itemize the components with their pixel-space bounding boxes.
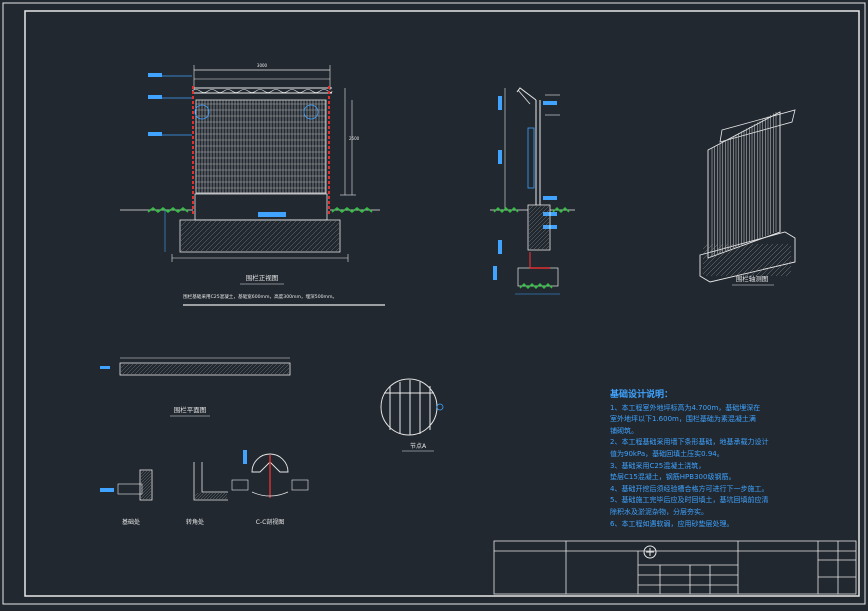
plan-title: 围栏平面图 bbox=[174, 405, 207, 414]
notes-line: 值为90kPa，基础回填土压实0.94。 bbox=[610, 449, 724, 458]
detail2-title: 转角处 bbox=[186, 518, 204, 526]
notes-line: 5、基础施工完毕后应及时回填土，基坑回填前应清 bbox=[610, 496, 769, 505]
dim-top-label: 3000 bbox=[257, 63, 268, 68]
foundation-design-notes: 基础设计说明： 1、本工程室外地坪标高为4.700m，基础埋深在 室外地坪以下1… bbox=[610, 390, 815, 530]
axon-title: 围栏轴测图 bbox=[736, 274, 769, 283]
fence-side-section-view bbox=[490, 87, 575, 295]
elevation-title: 围栏正视图 bbox=[246, 273, 279, 282]
notes-line: 室外地坪以下1.600m，围栏基础为素混凝土满 bbox=[610, 415, 756, 424]
node-title: 节点A bbox=[410, 442, 427, 450]
detail1-title: 基础处 bbox=[122, 518, 140, 526]
notes-line: 2、本工程基础采用墙下条形基础，地基承载力设计 bbox=[610, 438, 769, 447]
elevation-note: 围栏基础采用C25混凝土，基础宽600mm，高度300mm，埋深500mm。 bbox=[183, 293, 337, 300]
fence-plan-view: 围栏平面图 bbox=[100, 357, 291, 417]
notes-line: 6、本工程如遇软弱，应用砂垫层处理。 bbox=[610, 519, 734, 528]
dim-h1: 2500 bbox=[349, 136, 360, 141]
notes-line: 垫层C15混凝土，钢筋HPB300级钢筋。 bbox=[610, 473, 736, 482]
notes-line: 铺砌筑。 bbox=[610, 426, 638, 435]
title-block bbox=[493, 540, 857, 595]
section-cc-detail: C-C剖视图 bbox=[231, 450, 309, 526]
foundation-detail: 基础处 bbox=[100, 469, 153, 526]
corner-detail: 转角处 bbox=[186, 462, 228, 526]
node-a-detail: 节点A bbox=[380, 378, 444, 452]
notes-line: 除积水及淤泥杂物，分层夯实。 bbox=[610, 507, 708, 516]
notes-line: 3、基础采用C25混凝土浇筑， bbox=[610, 461, 706, 470]
notes-line: 4、基础开挖后须经验槽合格方可进行下一步施工。 bbox=[610, 484, 769, 493]
detail3-title: C-C剖视图 bbox=[256, 518, 285, 526]
fence-elevation-view: 3000 2500 bbox=[120, 63, 385, 306]
compass-logo-icon bbox=[643, 545, 657, 559]
notes-line: 1、本工程室外地坪标高为4.700m，基础埋深在 bbox=[610, 403, 761, 412]
fence-axonometric-view: 围栏轴测图 bbox=[699, 109, 796, 286]
inner-border bbox=[24, 10, 860, 597]
notes-title: 基础设计说明： bbox=[610, 390, 674, 400]
